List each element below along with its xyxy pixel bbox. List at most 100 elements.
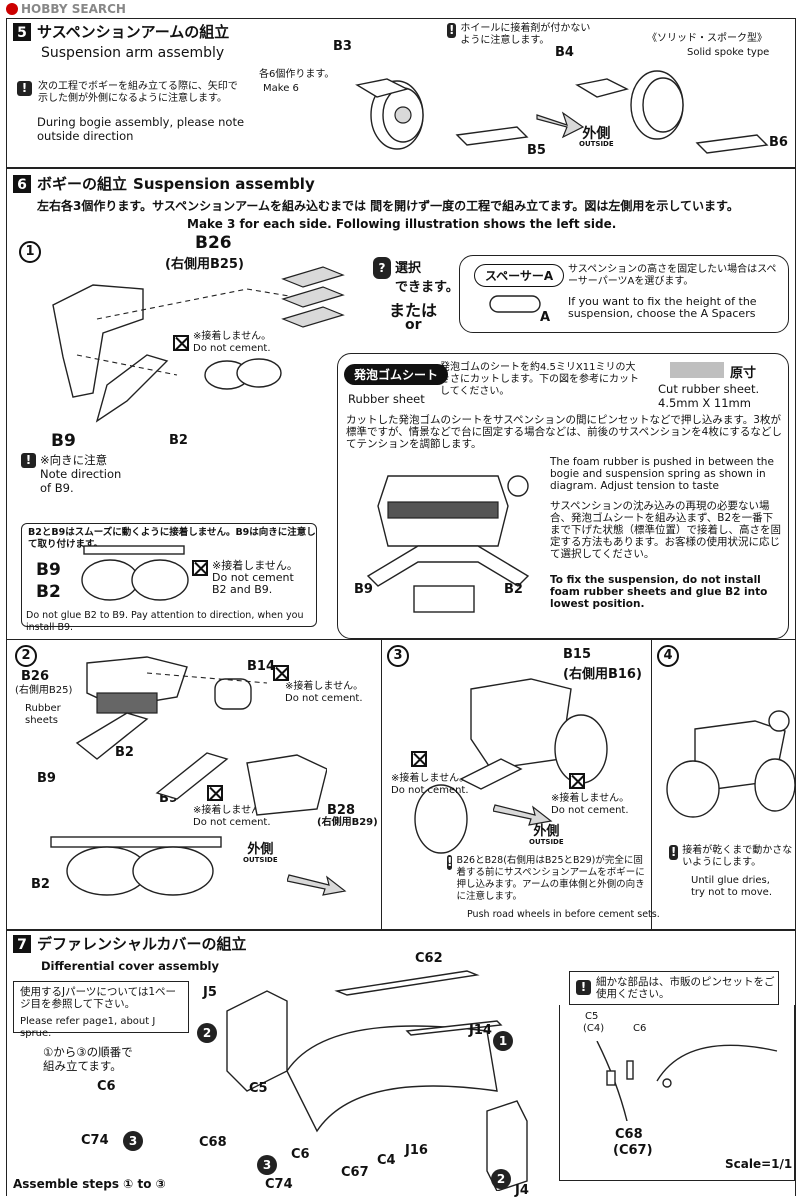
p2-part-b28: B28 [327, 803, 355, 818]
choose-jp1: 選択 [395, 261, 422, 276]
spacer-desc-en: If you want to fix the height of the sus… [568, 295, 757, 320]
logo: HOBBY SEARCH [6, 2, 126, 16]
outside-label-en: OUTSIDE [579, 140, 614, 148]
spacer-drawing [489, 295, 541, 313]
p3-nocement-en: Do not cement. [391, 785, 469, 796]
part-c4: C4 [377, 1153, 396, 1168]
step-number-icon: 7 [13, 935, 31, 953]
actual-size-jp: 原寸 [730, 366, 757, 381]
p2-nocement-jp: ※接着しません。 [285, 681, 364, 692]
part-b5: B5 [527, 143, 546, 158]
part-c67: C67 [341, 1165, 369, 1180]
foam-rubber-box: 発泡ゴムシート Rubber sheet 発泡ゴムのシートを約4.5ミリX11ミ… [337, 353, 789, 639]
p2-part-b14: B14 [247, 659, 275, 674]
scale-c5: C5 [585, 1011, 599, 1022]
detail-part-b9: B9 [36, 560, 61, 580]
no-cement-icon [173, 335, 189, 351]
spacer-part: A [540, 310, 551, 325]
scale-detail-box [559, 1005, 795, 1181]
step-title-en: Differential cover assembly [41, 959, 219, 973]
p2-rubber1: Rubber [25, 703, 61, 714]
p2-bottom-drawing [50, 836, 222, 896]
p3-nocement-jp: ※接着しません。 [391, 773, 470, 784]
panel-number-4: 4 [657, 645, 679, 667]
push-desc-en: The foam rubber is pushed in between the… [550, 456, 774, 492]
outside-label-jp: 外側 [582, 126, 611, 142]
warning-icon: ! [21, 453, 36, 468]
step5-note-jp: 次の工程でボギーを組み立てる際に、矢印で示した側が外側になるように注意します。 [38, 81, 238, 104]
fix-desc-en: To fix the suspension, do not install fo… [550, 574, 768, 610]
step5-note-en: During bogie assembly, please note outsi… [37, 115, 245, 143]
step7-drawing [226, 970, 528, 1191]
part-b2: B2 [169, 433, 188, 448]
tweezers-jp: 細かな部品は、市販のピンセットをご使用ください。 [596, 976, 775, 1000]
part-j16: J16 [405, 1143, 428, 1158]
warning-icon: ! [576, 980, 591, 995]
no-cement-icon [192, 560, 208, 576]
p3-outside-en: OUTSIDE [529, 838, 564, 846]
arrow-icon [493, 804, 553, 826]
step6-desc-jp: 左右各3個作ります。サスペンションアームを組み込むまでは 間を開けず一度の工程で… [37, 199, 739, 213]
p2-part-b28-right: (右側用B29) [317, 817, 378, 828]
ref-jp: 使用するJパーツについては1ページ目を参照して下さい。 [20, 986, 177, 1010]
step-title-jp: デファレンシャルカバーの組立 [37, 935, 247, 953]
tweezers-note-box: ! 細かな部品は、市販のピンセットをご使用ください。 [569, 971, 779, 1005]
divider [651, 639, 652, 929]
cut-en1: Cut rubber sheet. [658, 382, 760, 396]
no-cement-jp: ※接着しません。 [193, 331, 272, 342]
step-title-en: Suspension arm assembly [41, 45, 225, 61]
spacer-label: スペーサーA [474, 264, 565, 287]
p3-part-b15-right: (右側用B16) [563, 667, 642, 682]
foam-label-en: Rubber sheet [348, 392, 425, 406]
step-title-en: Suspension assembly [133, 175, 315, 193]
step-number-icon: 5 [13, 23, 31, 41]
choose-jp2: できます。 [395, 280, 459, 295]
step5-make-jp: 各6個作ります。 [259, 69, 335, 80]
b9-note-en2: of B9. [40, 481, 74, 495]
part-c62: C62 [415, 951, 443, 966]
p3-note-jp: B26とB28(右側用はB25とB29)が完全に固着する前にサスペンションアーム… [456, 855, 645, 902]
order-2-icon: 2 [491, 1169, 511, 1189]
no-cement-icon [569, 773, 585, 789]
p4-note-jp: 接着が乾くまで動かさないようにします。 [682, 845, 793, 868]
b9-note-en1: Note direction [40, 467, 122, 481]
part-j4: J4 [515, 1183, 529, 1198]
order-3-icon: 3 [123, 1131, 143, 1151]
part-c6: C6 [291, 1147, 310, 1162]
step-title-jp: ボギーの組立 [37, 175, 128, 193]
p2-outside-en: OUTSIDE [243, 856, 278, 864]
ref-en: Please refer page1, about J sprue. [20, 1016, 156, 1039]
warning-icon: ! [669, 845, 679, 860]
order-2-icon: 2 [197, 1023, 217, 1043]
p3-nocement2-en: Do not cement. [551, 805, 629, 816]
scale-c6: C6 [633, 1023, 647, 1034]
detail-nocement-en2: B2 and B9. [212, 583, 273, 596]
detail-part-b2: B2 [36, 582, 61, 602]
divider [381, 639, 382, 929]
part-c74b: C74 [81, 1133, 109, 1148]
scale-c68: C68 [615, 1127, 643, 1142]
detail-drawing [81, 545, 189, 601]
scale-c4: (C4) [583, 1023, 605, 1034]
foam-desc-jp: 発泡ゴムのシートを約4.5ミリX11ミリの大きさにカットします。下の図を参考にカ… [440, 362, 639, 397]
step5-drawing [355, 70, 769, 154]
panel-number-1: 1 [19, 241, 41, 263]
p2-rubber2: sheets [25, 715, 58, 726]
p4-note-en2: try not to move. [691, 887, 773, 898]
foam-swatch [670, 362, 724, 378]
part-c74: C74 [265, 1177, 293, 1192]
b2-b9-detail-box: B2とB9はスムーズに動くように接着しません。B9は向きに注意して取り付けます。… [21, 523, 317, 633]
part-j14: J14 [469, 1023, 492, 1038]
detail-nocement-jp: ※接着しません。 [212, 559, 298, 572]
order-jp: ①から③の順番で組み立てます。 [43, 1045, 133, 1073]
part-b26: B26 [195, 233, 232, 253]
j-sprue-ref-box: 使用するJパーツについては1ページ目を参照して下さい。 Please refer… [13, 981, 189, 1039]
step-5-section: 5 サスペンションアームの組立 Suspension arm assembly … [6, 18, 796, 168]
scale-c67: (C67) [613, 1143, 653, 1158]
no-cement-icon [411, 751, 427, 767]
spacer-desc-jp: サスペンションの高さを固定したい場合はスペーサーパーツAを選びます。 [568, 264, 777, 287]
rubber-sheets-drawing [281, 266, 345, 328]
p3-outside-jp: 外側 [533, 824, 560, 839]
no-cement-icon [273, 665, 289, 681]
cut-en2: 4.5mm X 11mm [658, 396, 751, 410]
